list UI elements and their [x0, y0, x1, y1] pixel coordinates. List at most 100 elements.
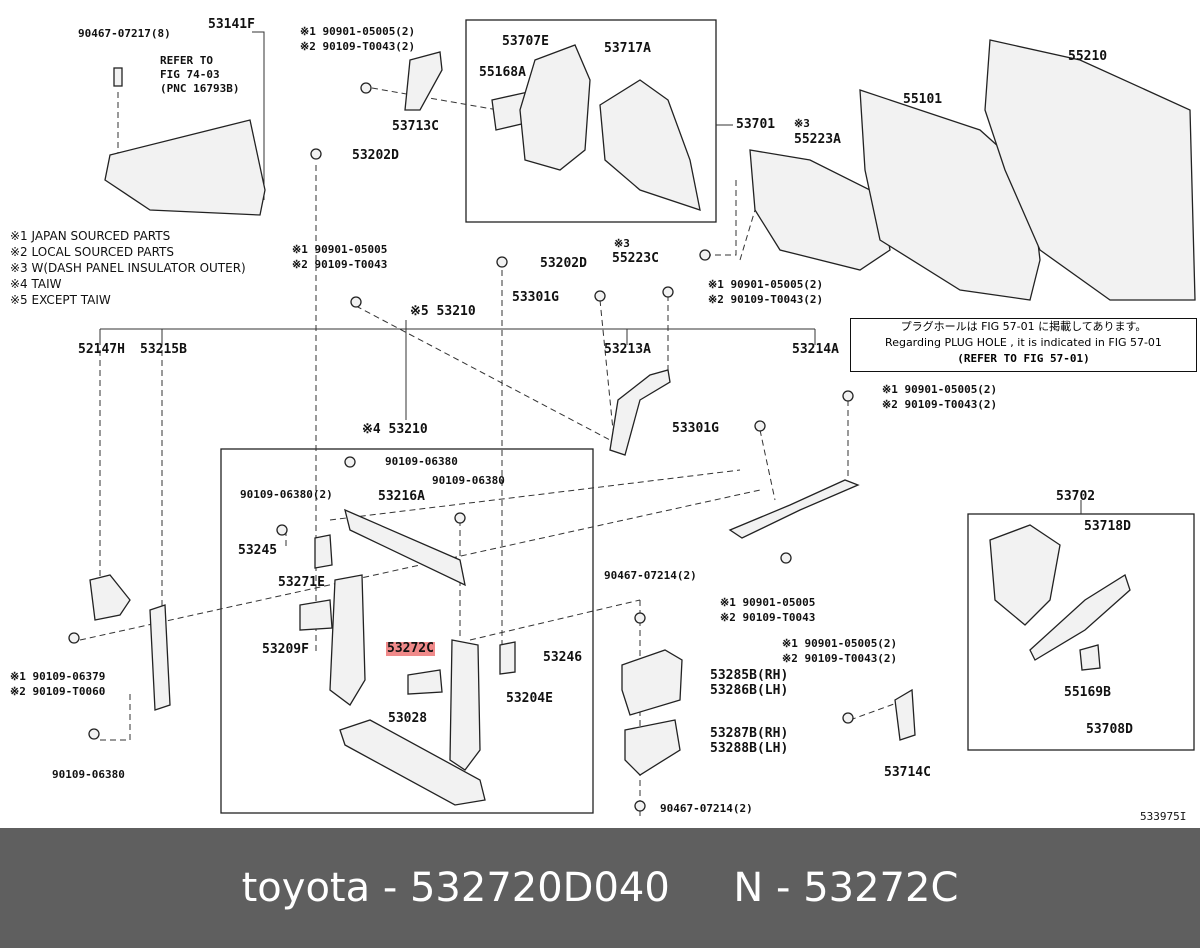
label-53288b: 53288B(LH) [710, 741, 789, 756]
note-5: ※5 EXCEPT TAIW [10, 293, 111, 307]
label-55168a: 55168A [479, 65, 526, 80]
label-90467-07214-a: 90467-07214(2) [604, 569, 697, 582]
label-55223c: 55223C [612, 251, 659, 266]
part-53246 [499, 641, 516, 675]
note-1: ※1 JAPAN SOURCED PARTS [10, 229, 171, 243]
part-53287b [624, 719, 681, 776]
label-n2-b: ※2 90109-T0043 [292, 258, 388, 271]
part-53285b [621, 649, 683, 716]
part-55169b [1079, 644, 1101, 671]
footer-gap [670, 865, 734, 911]
label-n2-90109-t0060: ※2 90109-T0060 [10, 685, 106, 698]
part-53271e [299, 599, 333, 631]
label-n1-f: ※1 90901-05005(2) [782, 637, 898, 650]
label-n4-53210: ※4 53210 [362, 422, 428, 437]
label-90109-06380-2: 90109-06380(2) [240, 488, 333, 501]
label-n2-c: ※2 90109-T0043(2) [708, 293, 824, 306]
part-53245 [314, 534, 333, 569]
label-53271e: 53271E [278, 575, 325, 590]
part-55210-insulator [984, 39, 1196, 301]
leader-upper-cross [329, 469, 741, 521]
label-53285b: 53285B(RH) [710, 668, 789, 683]
bolt-5 [594, 290, 606, 302]
label-52147h: 52147H [78, 342, 125, 357]
part-53702-apron [989, 524, 1061, 626]
label-refer-3: (PNC 16793B) [160, 82, 240, 95]
bolt-4 [496, 256, 508, 268]
note-3: ※3 W(DASH PANEL INSULATOR OUTER) [10, 261, 246, 275]
label-90109-06380-c: 90109-06380 [52, 768, 125, 781]
bolt-1 [360, 82, 372, 94]
bolt-3 [350, 296, 362, 308]
label-53714c: 53714C [884, 765, 931, 780]
part-53209f [329, 574, 366, 706]
label-refer-2: FIG 74-03 [160, 68, 220, 81]
label-53272c-highlighted: 53272C [386, 641, 435, 656]
label-53216a: 53216A [378, 489, 425, 504]
bolt-13 [780, 552, 792, 564]
label-53209f: 53209F [262, 642, 309, 657]
footer-part-number: 532720D040 [409, 865, 670, 911]
label-90467-07217: 90467-07217(8) [78, 27, 171, 40]
bolt-2 [310, 148, 322, 160]
plug-note-ref: (REFER TO FIG 57-01) [957, 352, 1090, 365]
diagram-drawing [68, 19, 1196, 820]
label-55169b: 55169B [1064, 685, 1111, 700]
label-n3-b: ※3 [614, 237, 630, 250]
bolt-9 [754, 420, 766, 432]
label-n1-e: ※1 90901-05005 [720, 596, 816, 609]
part-fastener-top [113, 67, 123, 87]
label-53717a: 53717A [604, 41, 651, 56]
label-53028: 53028 [388, 711, 428, 726]
label-53708d: 53708D [1086, 722, 1133, 737]
footer-brand: toyota [241, 865, 371, 911]
label-n2-d: ※2 90109-T0043(2) [882, 398, 998, 411]
label-53246: 53246 [543, 650, 583, 665]
part-53214a [728, 479, 860, 539]
label-90109-06380-a: 90109-06380 [385, 455, 458, 468]
label-53702: 53702 [1056, 489, 1096, 504]
bolt-11 [276, 524, 288, 536]
footer-bar: toyota - 532720D040 N - 53272C [0, 828, 1200, 948]
note-2: ※2 LOCAL SOURCED PARTS [10, 245, 174, 259]
label-refer-1: REFER TO [160, 54, 213, 67]
label-n2-e: ※2 90109-T0043 [720, 611, 816, 624]
bolt-10 [344, 456, 356, 468]
label-55210: 55210 [1068, 49, 1108, 64]
bracket-53141f [252, 31, 265, 200]
label-n1-d: ※1 90901-05005(2) [882, 383, 998, 396]
label-55223a: 55223A [794, 132, 841, 147]
box-53701-group [465, 19, 717, 223]
part-53213a [609, 369, 671, 456]
figure-id: 533975I [1140, 810, 1187, 823]
label-n3-a: ※3 [794, 117, 810, 130]
bolt-12 [454, 512, 466, 524]
leader-55223c [705, 180, 737, 256]
legend-notes: ※1 JAPAN SOURCED PARTS ※2 LOCAL SOURCED … [10, 228, 246, 308]
label-n1-90109-06379: ※1 90109-06379 [10, 670, 106, 683]
label-n2-a: ※2 90109-T0043(2) [300, 40, 416, 53]
bolt-18 [634, 800, 646, 812]
part-53713c-bracket [404, 51, 443, 111]
label-53707e: 53707E [502, 34, 549, 49]
label-53713c: 53713C [392, 119, 439, 134]
leader-53713c [371, 87, 499, 111]
label-53202d-top: 53202D [352, 148, 399, 163]
label-53718d: 53718D [1084, 519, 1131, 534]
leader-left-cross [79, 489, 761, 641]
bolt-14 [634, 612, 646, 624]
label-n5-53210: ※5 53210 [410, 304, 476, 319]
label-n2-f: ※2 90109-T0043(2) [782, 652, 898, 665]
leader-90109-06380-c [100, 690, 131, 741]
label-90467-07214-b: 90467-07214(2) [660, 802, 753, 815]
label-n1-b: ※1 90901-05005 [292, 243, 388, 256]
label-n1-a: ※1 90901-05005(2) [300, 25, 416, 38]
bolt-7 [699, 249, 711, 261]
leader-53301g-a [599, 299, 615, 441]
label-53701: 53701 [736, 117, 776, 132]
plug-hole-note: プラグホールは FIG 57-01 に掲載してあります。 Regarding P… [850, 318, 1197, 372]
bolt-16 [88, 728, 100, 740]
label-53204e: 53204E [506, 691, 553, 706]
label-53287b: 53287B(RH) [710, 726, 789, 741]
box-53210-group [220, 448, 594, 814]
